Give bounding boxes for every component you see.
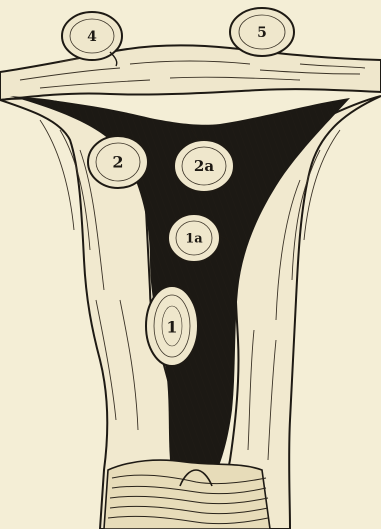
fibroid-2: 2 bbox=[88, 136, 148, 188]
fibroid-4-label: 4 bbox=[87, 29, 97, 45]
fibroid-5: 5 bbox=[230, 8, 294, 56]
fibroid-2a-label: 2a bbox=[194, 157, 214, 175]
fibroid-1a-label: 1a bbox=[185, 232, 203, 247]
cervix-region bbox=[104, 460, 270, 529]
fibroid-1-label: 1 bbox=[166, 318, 177, 337]
fibroid-1: 1 bbox=[146, 286, 198, 366]
fibroid-5-label: 5 bbox=[257, 25, 267, 41]
fibroid-2-label: 2 bbox=[112, 153, 123, 172]
uterine-fundus-band bbox=[0, 45, 381, 100]
